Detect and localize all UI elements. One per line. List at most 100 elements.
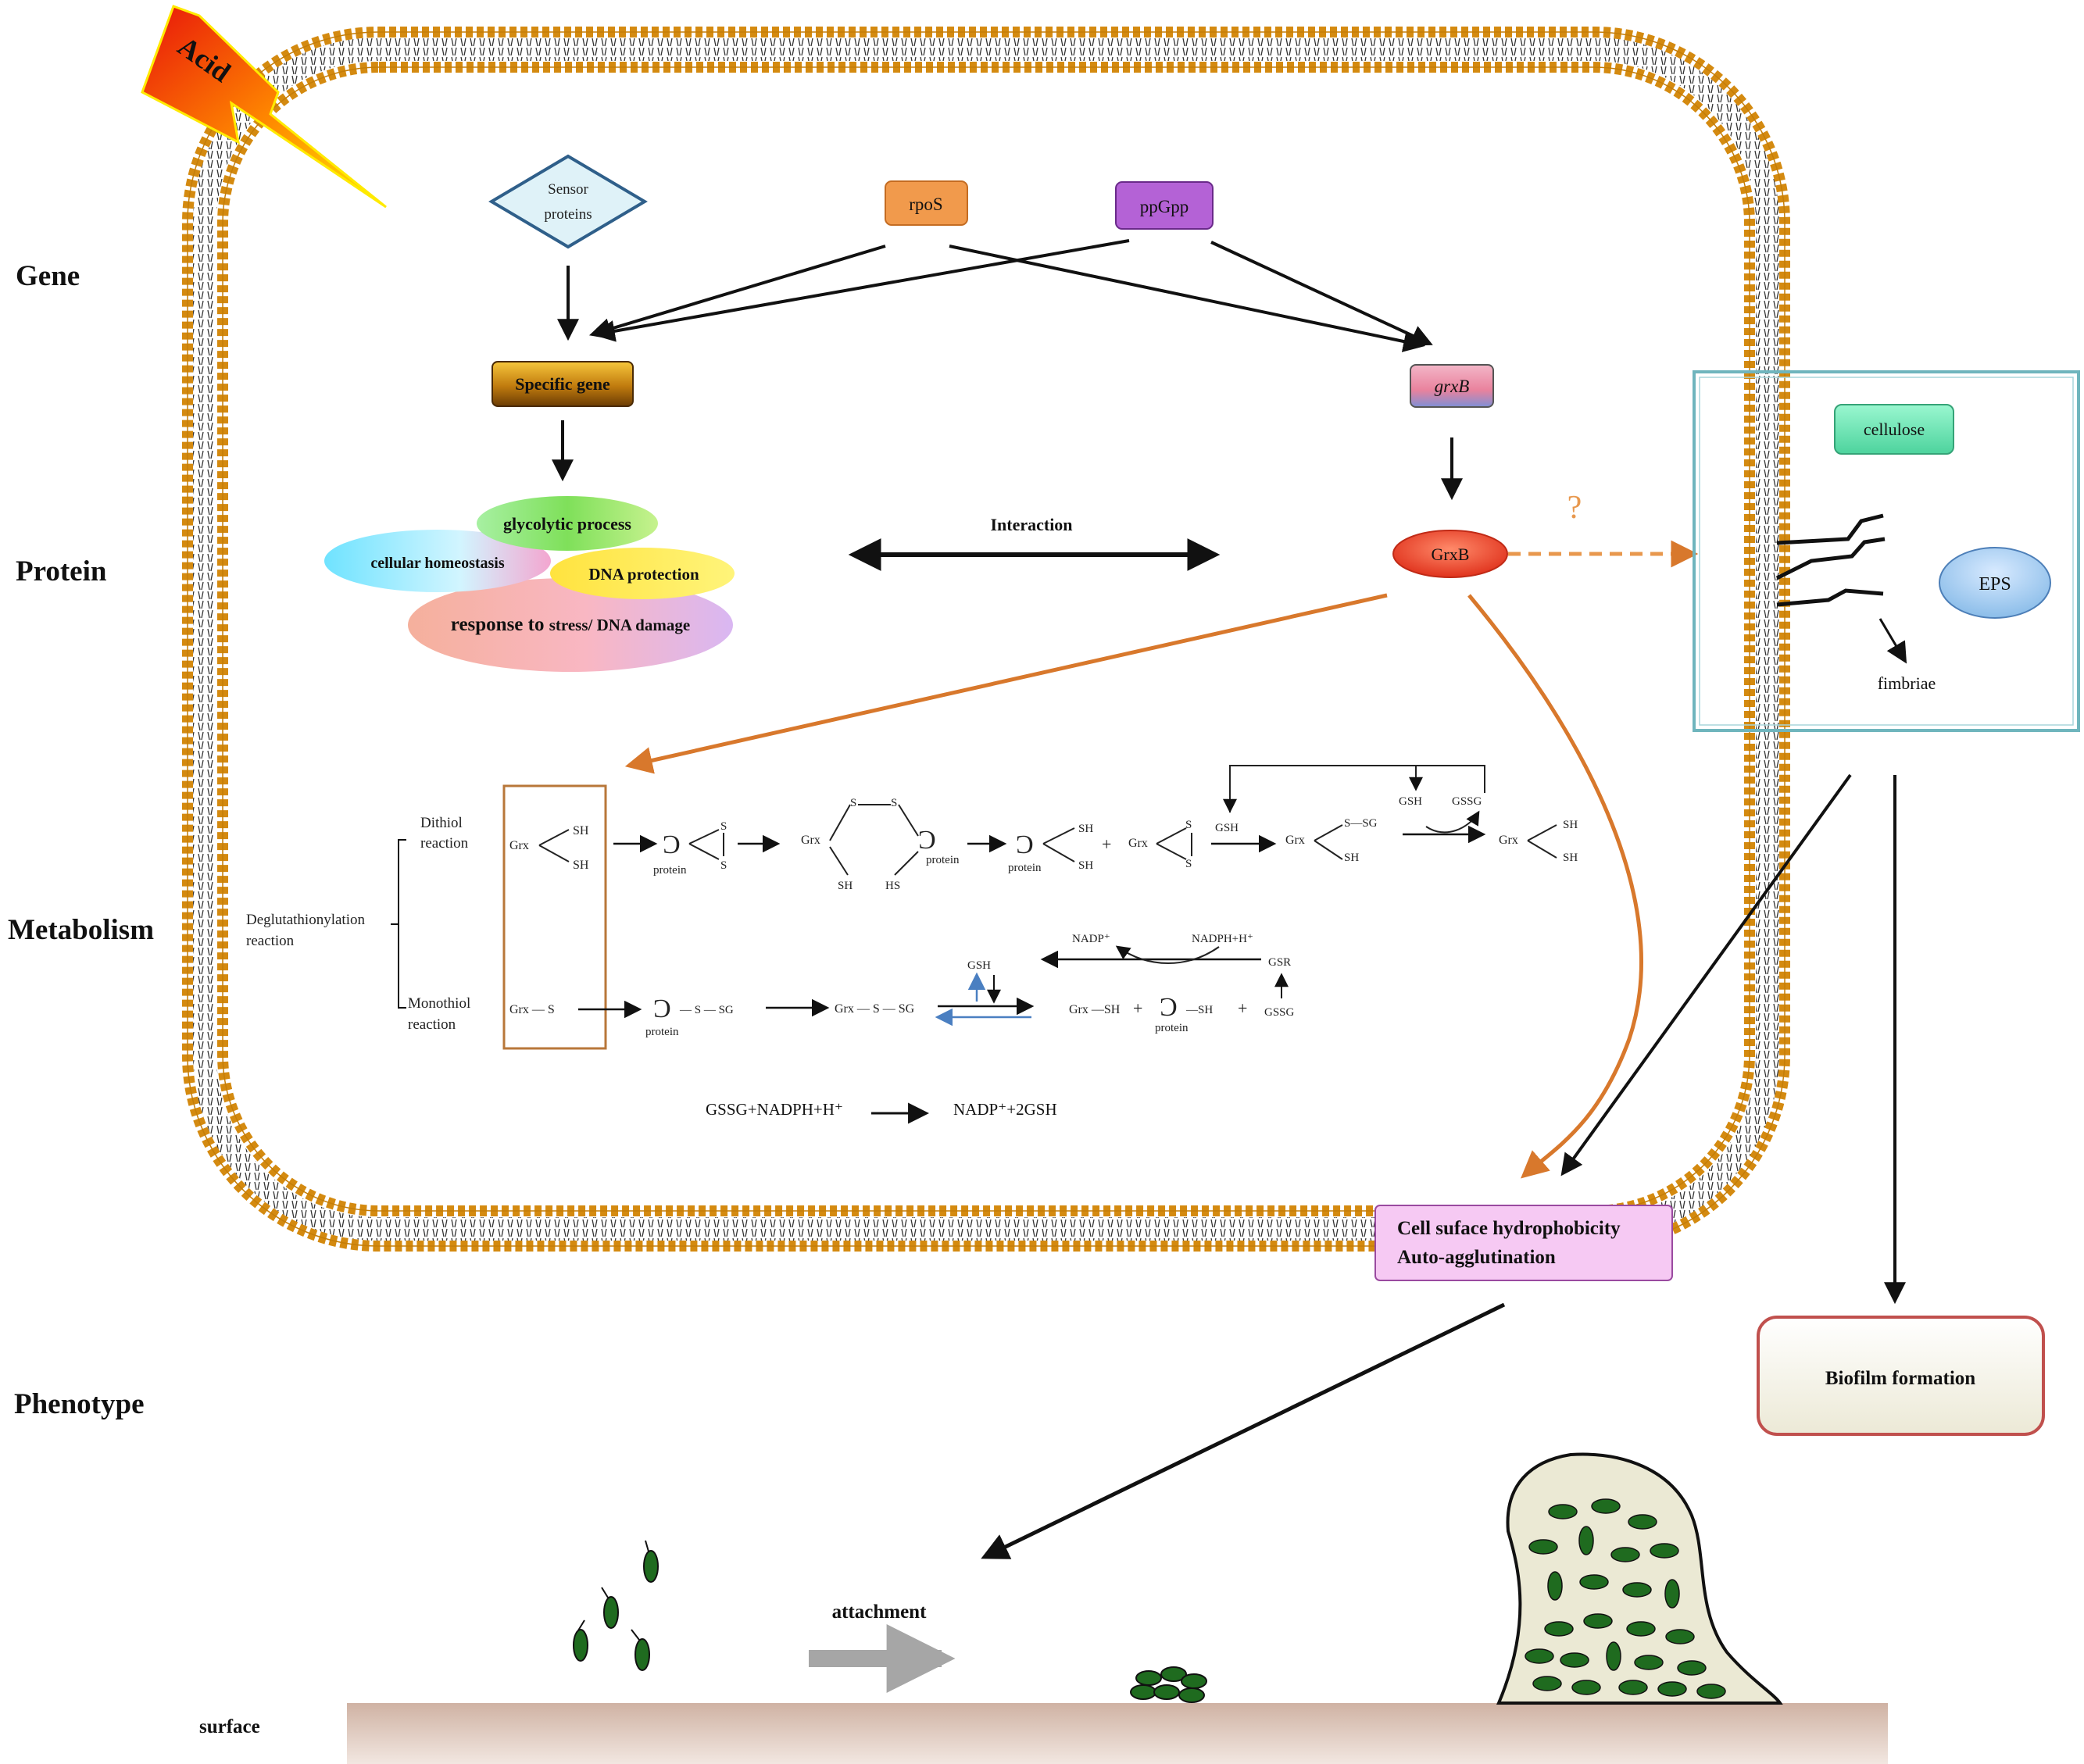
svg-text:SH: SH [573,824,589,837]
svg-text:Ɔ: Ɔ [918,826,936,855]
grxb-protein-node: GrxB [1392,530,1508,578]
svg-text:Ɔ: Ɔ [1016,830,1034,859]
acid-lightning-icon: Acid [141,5,387,209]
svg-text:SH: SH [1563,852,1578,864]
svg-text:proteins: proteins [544,206,592,223]
cell-surface-to-attachment-arrow [981,1302,1506,1559]
svg-text:S—SG: S—SG [1344,817,1378,830]
cell-surface-hydrophobicity-node: Cell suface hydrophobicity Auto-agglutin… [1374,1205,1673,1281]
eps-node: EPS [1939,547,2051,619]
attached-microcolony [1130,1666,1207,1703]
svg-text:GSSG: GSSG [1264,1006,1295,1019]
svg-text:— S — SG: — S — SG [679,1004,734,1016]
fimbriae-pointer-arrow [1878,618,1907,664]
stress-response-ellipse [408,578,733,672]
svg-text:Auto-agglutination: Auto-agglutination [1397,1247,1556,1268]
svg-text:S: S [850,797,856,809]
level-protein-label: Protein [16,555,107,587]
svg-text:GSSG+NADPH+H⁺: GSSG+NADPH+H⁺ [706,1100,843,1119]
svg-text:reaction: reaction [408,1016,456,1033]
svg-text:Cell suface hydrophobicity: Cell suface hydrophobicity [1397,1218,1621,1239]
svg-text:SH: SH [1078,823,1093,835]
planktonic-bacteria-group [573,1540,659,1671]
dithiol-reaction-row: Grx SH SH Ɔ protein S S Grx S S SH HS Ɔ … [509,765,1578,892]
svg-text:S: S [1185,858,1192,870]
svg-text:protein: protein [1008,862,1042,874]
svg-text:Dithiol: Dithiol [420,815,463,831]
monothiol-reaction-row: Grx — S Ɔ protein — S — SG Grx — S — SG … [509,933,1295,1038]
svg-text:Grx —SH: Grx —SH [1069,1003,1121,1016]
svg-text:NADP⁺: NADP⁺ [1072,933,1110,945]
svg-text:S: S [720,820,727,833]
rpos-to-specific-gene-arrow [588,245,886,340]
ppgpp-node: ppGpp [1115,181,1214,230]
svg-text:Grx: Grx [1499,834,1518,847]
dna-protection-ellipse [550,548,735,599]
svg-text:GrxB: GrxB [1432,545,1470,564]
svg-text:EPS: EPS [1979,574,2011,595]
svg-text:Ɔ: Ɔ [1160,993,1178,1022]
svg-text:—SH: —SH [1185,1004,1213,1016]
svg-text:+: + [1238,998,1247,1018]
svg-text:GSH: GSH [1399,795,1422,808]
sensor-proteins-node: Sensor proteins [488,154,648,249]
rpos-node: rpoS [885,180,968,226]
glycolytic-process-ellipse [477,496,658,551]
unknown-link-label: ? [1567,490,1582,526]
protein-glyph-icon: Ɔ [663,830,681,859]
svg-text:Grx — S — SG: Grx — S — SG [835,1002,915,1016]
svg-text:Monothiol: Monothiol [408,995,470,1012]
svg-text:NADP⁺+2GSH: NADP⁺+2GSH [953,1100,1057,1119]
svg-text:protein: protein [653,864,687,877]
svg-text:Grx: Grx [1128,837,1148,850]
matrix-to-cell-surface-arrow [1560,773,1852,1177]
svg-text:Grx: Grx [1285,834,1305,847]
svg-text:cellular homeostasis: cellular homeostasis [370,555,505,572]
level-gene-label: Gene [16,260,80,292]
svg-text:SH: SH [1344,852,1359,864]
level-metabolism-label: Metabolism [8,914,154,946]
svg-text:reaction: reaction [246,933,295,949]
grxb-to-metabolism-arrow [624,593,1388,774]
svg-text:attachment: attachment [832,1602,927,1623]
svg-text:Grx: Grx [801,834,820,847]
protein-function-cluster: glycolytic process cellular homeostasis … [324,496,735,672]
svg-text:GSH: GSH [1215,822,1239,834]
svg-text:grxB: grxB [1435,377,1470,396]
svg-text:+: + [1102,834,1111,854]
cellulose-node: cellulose [1834,404,1954,455]
svg-text:protein: protein [645,1026,679,1038]
attachment-arrow: attachment [809,1602,956,1693]
level-phenotype-label: Phenotype [14,1388,145,1420]
svg-text:reaction: reaction [420,835,469,852]
svg-text:glycolytic process: glycolytic process [503,514,631,534]
svg-text:fimbriae: fimbriae [1878,673,1936,693]
svg-text:Grx: Grx [509,839,529,852]
svg-text:HS: HS [885,880,900,892]
svg-text:GSSG: GSSG [1452,795,1482,808]
svg-text:S: S [891,797,897,809]
svg-text:ppGpp: ppGpp [1140,197,1189,216]
grx-active-site-box [502,784,607,1050]
interaction-arrow: Interaction [848,515,1221,571]
svg-text:Ɔ: Ɔ [653,994,671,1023]
mature-biofilm [1496,1452,1783,1705]
surface-substrate [347,1703,1888,1764]
grxb-gene-node: grxB [1410,364,1494,408]
grxb-to-cell-surface-arrow [1467,594,1643,1179]
matrix-components-box: cellulose EPS fimbriae [1693,370,2080,732]
svg-text:Grx — S: Grx — S [509,1003,555,1016]
ppgpp-to-grxb-arrow [1210,241,1433,346]
svg-text:Sensor: Sensor [548,181,588,198]
svg-text:protein: protein [926,854,960,866]
gsr-overall-equation: GSSG+NADPH+H⁺ NADP⁺+2GSH [706,1100,1057,1124]
svg-text:GSR: GSR [1268,956,1291,969]
svg-text:+: + [1133,998,1142,1018]
svg-text:SH: SH [838,880,853,892]
svg-text:S: S [720,859,727,872]
svg-text:SH: SH [1078,859,1093,872]
ppgpp-to-specific-gene-arrow [592,239,1130,342]
rpos-to-grxb-arrow [949,245,1426,352]
svg-text:Interaction: Interaction [990,515,1072,534]
